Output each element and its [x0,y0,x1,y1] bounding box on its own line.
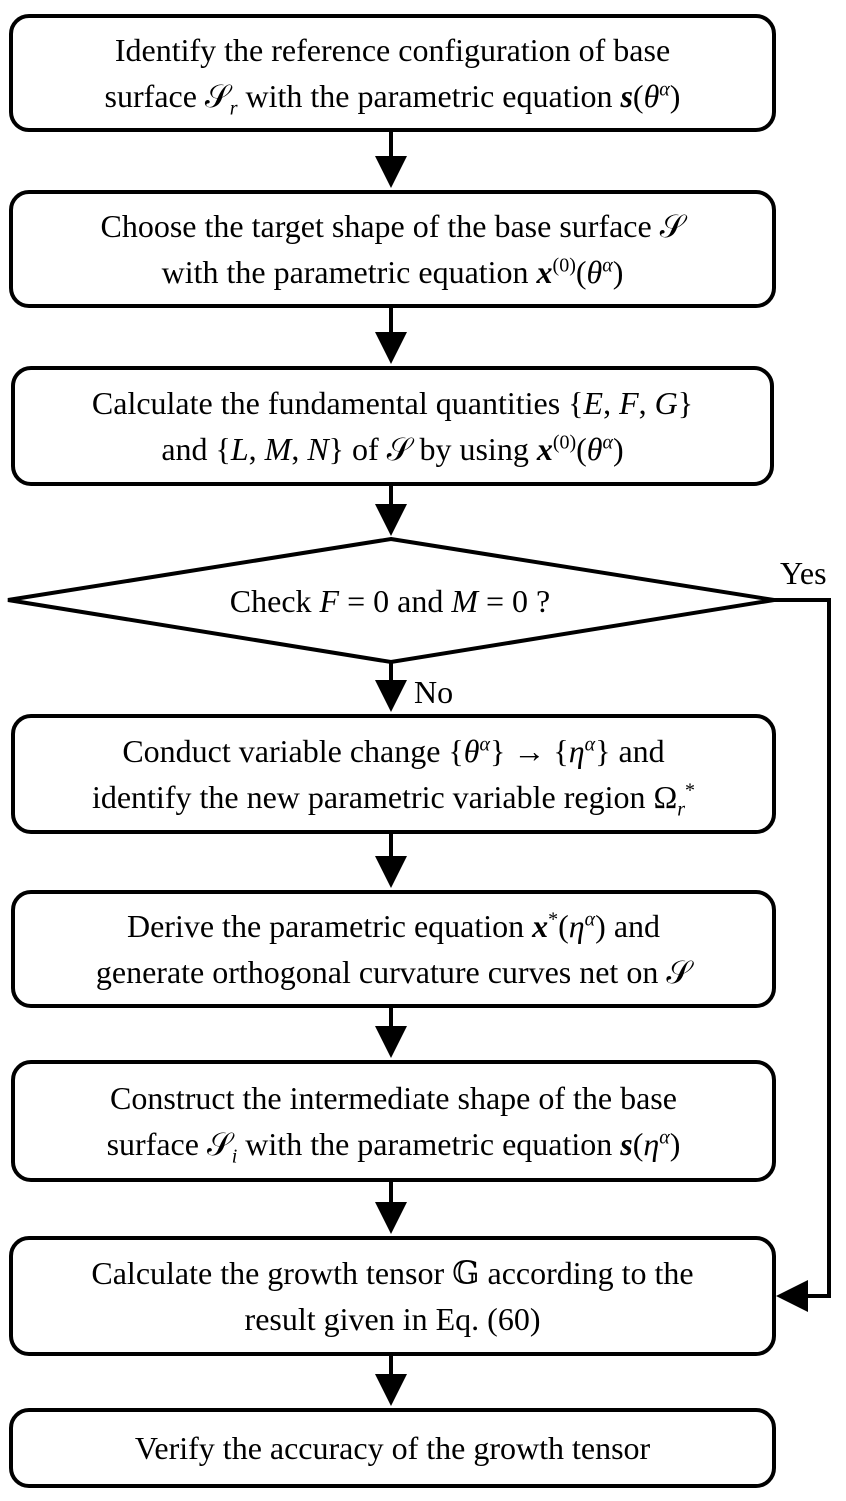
step6-line1: Construct the intermediate shape of the … [110,1080,677,1116]
step-derive-parametric-equation: Derive the parametric equation x*(ηα) an… [11,890,776,1008]
decision-no-label: No [414,674,454,710]
decision-diamond [7,536,775,665]
step-choose-target-shape: Choose the target shape of the base surf… [9,190,776,308]
step-variable-change: Conduct variable change {θα} → {ηα} and … [11,714,776,834]
step-identify-reference: Identify the reference configuration of … [9,14,776,132]
step2-line1: Choose the target shape of the base surf… [100,208,685,244]
step4-line2: identify the new parametric variable reg… [91,779,696,821]
step1-line2: surface 𝒮r with the parametric equation … [104,78,681,120]
step2-line2: with the parametric equation x(0)(θα) [161,254,624,290]
step-verify-accuracy: Verify the accuracy of the growth tensor [9,1408,776,1488]
step8-line1: Verify the accuracy of the growth tensor [134,1430,651,1466]
step3-line2: and {L, M, N} of 𝒮 by using x(0)(θα) [161,431,624,467]
arrow-decision-yes [774,598,831,1312]
step5-line2: generate orthogonal curvature curves net… [95,954,692,990]
step-calculate-fundamental-quantities: Calculate the fundamental quantities {E,… [11,366,774,486]
step-construct-intermediate-shape: Construct the intermediate shape of the … [11,1060,776,1182]
step4-line1: Conduct variable change {θα} → {ηα} and [122,733,665,769]
step5-line1: Derive the parametric equation x*(ηα) an… [126,908,661,944]
step1-line1: Identify the reference configuration of … [114,32,671,68]
step-calculate-growth-tensor: Calculate the growth tensor 𝔾 according … [9,1236,776,1356]
step3-line1: Calculate the fundamental quantities {E,… [91,385,694,421]
step6-line2: surface 𝒮i with the parametric equation … [106,1126,681,1168]
step7-line2: result given in Eq. (60) [244,1301,541,1337]
step7-line1: Calculate the growth tensor 𝔾 according … [91,1255,694,1291]
decision-check-text: Check F = 0 and M = 0 ? [229,583,551,619]
decision-yes-label: Yes [780,555,827,591]
